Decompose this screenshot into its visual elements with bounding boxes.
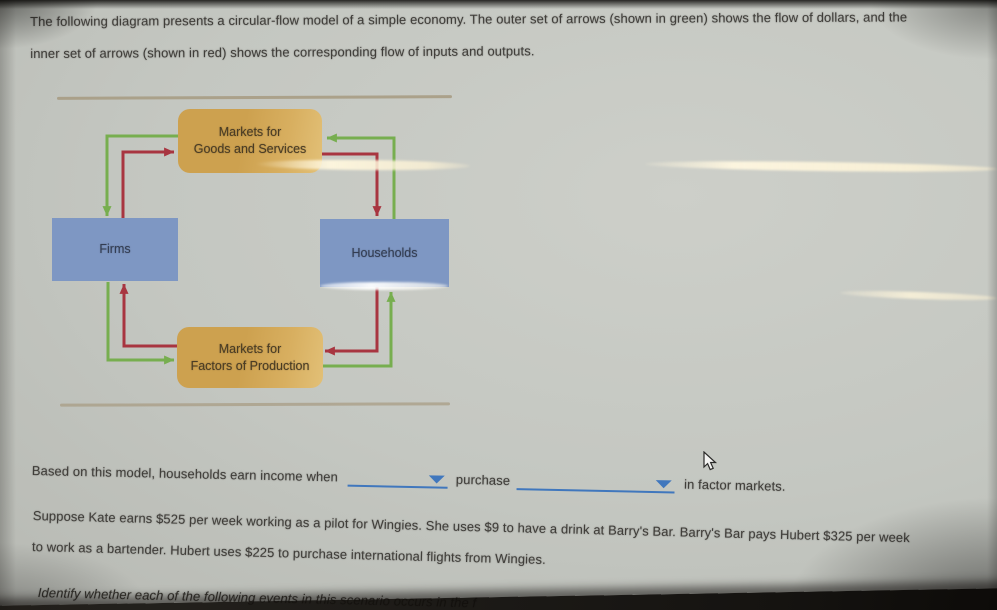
scenario-paragraph: Suppose Kate earns $525 per week working… (31, 508, 972, 594)
glare-streak (839, 289, 997, 302)
glare-streak (644, 159, 997, 174)
dollar-arrow-goodsmarket-to-firms (102, 134, 178, 217)
question-suffix: in factor markets. (683, 476, 786, 494)
intro-paragraph: The following diagram presents a circula… (30, 9, 982, 78)
intro-line-2: inner set of arrows (shown in red) shows… (30, 43, 535, 61)
households-box: Households (320, 219, 449, 287)
factors-market-label-line1: Markets for (218, 341, 282, 356)
input-arrow-households-to-factormarket (324, 285, 379, 356)
output-arrow-goodsmarket-to-households (322, 152, 382, 217)
dropdown-2[interactable] (516, 472, 676, 494)
goods-market-label-line2: Goods and Services (193, 142, 307, 156)
factors-market-label-line2: Factors of Production (190, 358, 310, 373)
dollar-arrow-households-to-goodsmarket (326, 133, 396, 219)
households-label: Households (351, 245, 418, 260)
goods-market-box: Markets for Goods and Services (178, 109, 322, 173)
output-arrow-firms-to-goodsmarket (121, 147, 175, 218)
scenario-line-2: to work as a bartender. Hubert uses $225… (31, 538, 546, 567)
goods-market-label-line1: Markets for (218, 125, 282, 139)
mouse-cursor-icon (703, 451, 718, 471)
dollar-arrow-firms-to-factormarket (106, 282, 175, 365)
question-prefix: Based on this model, households earn inc… (31, 462, 339, 485)
question-connector: purchase (455, 471, 511, 489)
intro-line-1: The following diagram presents a circula… (30, 9, 908, 29)
firms-label: Firms (99, 242, 131, 256)
question-row: Based on this model, households earn inc… (32, 462, 852, 497)
scenario-line-1: Suppose Kate earns $525 per week working… (32, 508, 911, 546)
circular-flow-diagram: Markets for Goods and Services Firms Hou… (40, 95, 460, 415)
firms-box: Firms (52, 218, 178, 281)
dropdown-arrow-icon[interactable] (428, 475, 445, 484)
factors-market-box: Markets for Factors of Production (177, 327, 323, 388)
dollar-arrow-factormarket-to-households (322, 291, 396, 368)
dropdown-arrow-icon[interactable] (656, 480, 673, 489)
dropdown-1[interactable] (347, 468, 449, 489)
input-arrow-factormarket-to-firms (119, 283, 177, 348)
